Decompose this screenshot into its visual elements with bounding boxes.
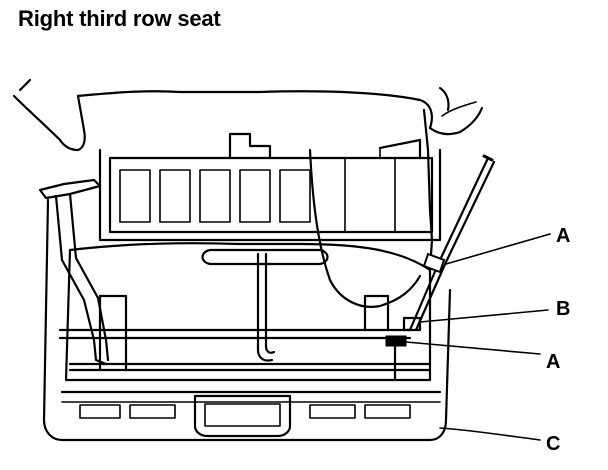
cable-clip-upper: [422, 252, 446, 274]
leader-c: [439, 427, 541, 441]
leader-a-lower: [405, 341, 541, 355]
callout-leaders: [405, 233, 551, 441]
seat-cushion-base: [42, 198, 452, 442]
callout-label-a-upper: A: [556, 225, 570, 247]
leader-a-upper: [445, 233, 551, 265]
cable-clip-lower: [385, 335, 407, 347]
seat-rails: [58, 294, 432, 372]
left-hinge-bracket: [38, 178, 110, 366]
right-cable-assembly: [385, 154, 496, 382]
callout-label-a-lower: A: [546, 351, 560, 373]
seat-upholstery-outline: [12, 78, 484, 152]
callout-label-c: C: [546, 433, 560, 455]
page-title: Right third row seat: [18, 6, 221, 31]
seat-back-frame: [98, 132, 442, 266]
callout-label-b: B: [556, 298, 570, 320]
leader-b: [419, 309, 549, 323]
cable-guide: [402, 316, 422, 332]
center-rod: [256, 252, 276, 362]
release-strap: [308, 108, 434, 308]
